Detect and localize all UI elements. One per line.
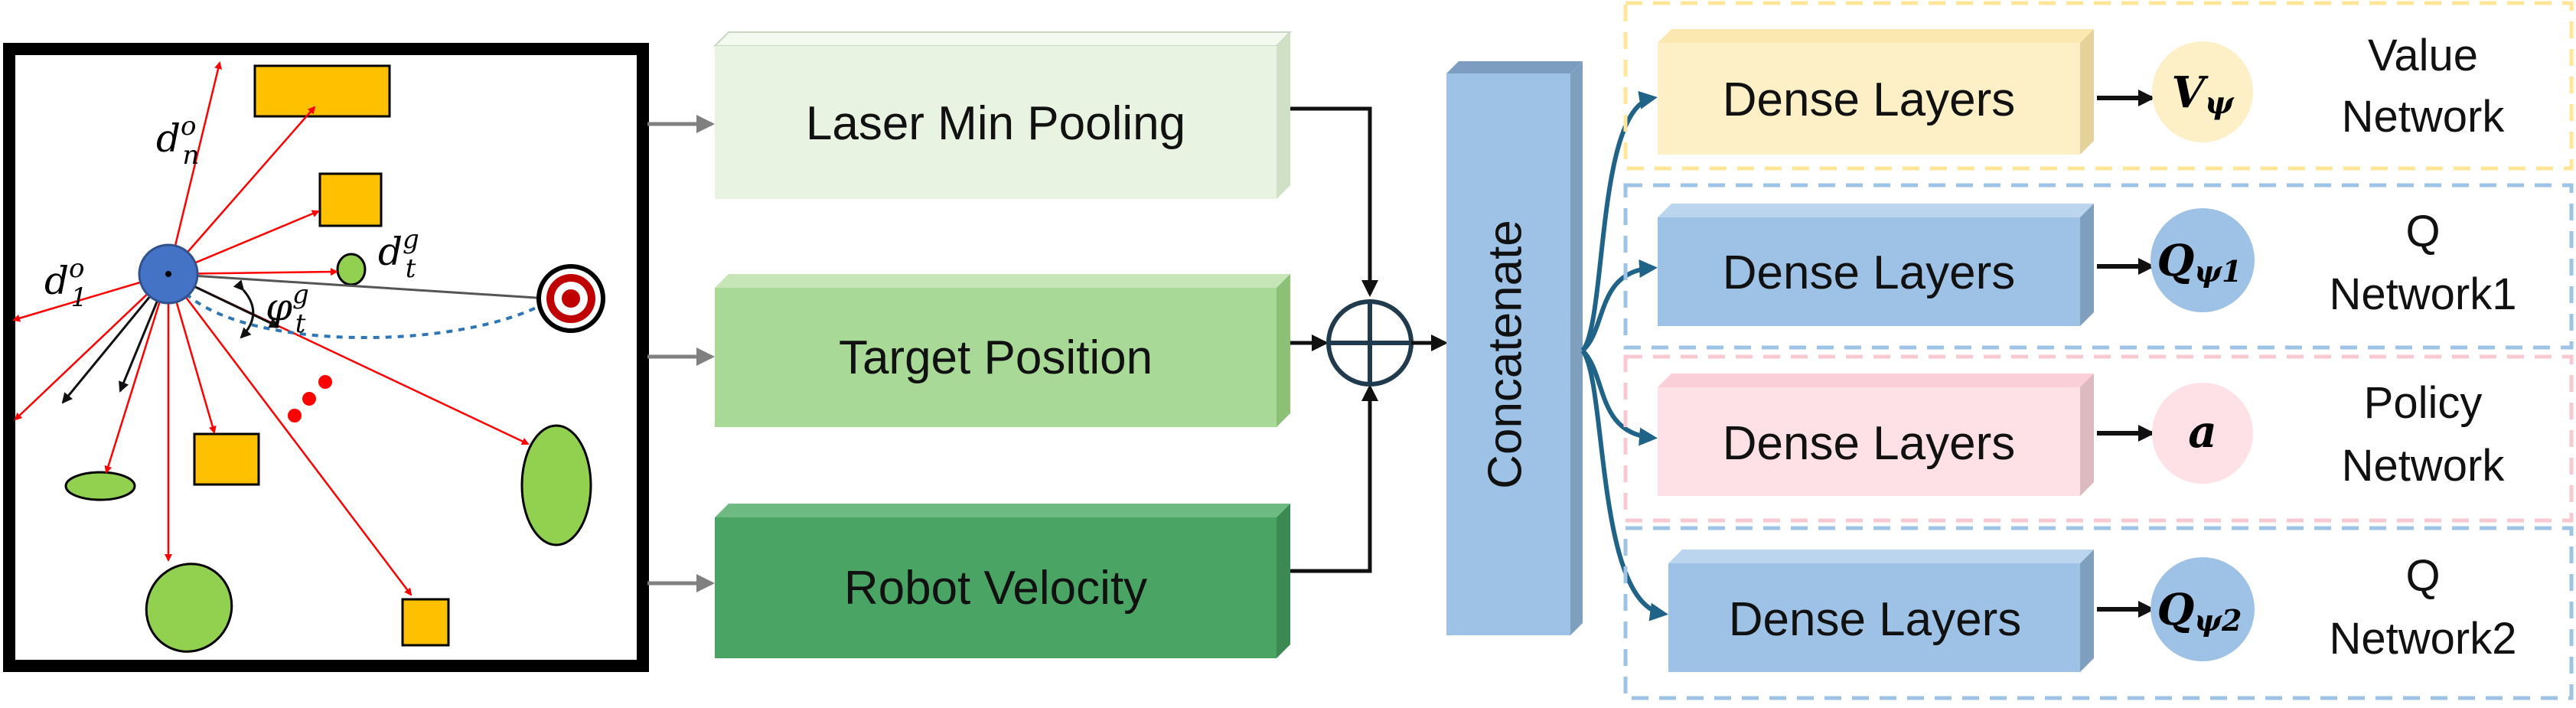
network-name-value-l2: Network bbox=[2342, 92, 2506, 142]
obstacle-rect-top bbox=[253, 64, 391, 118]
input-label-laser: Laser Min Pooling bbox=[806, 97, 1185, 150]
obstacle-rect-mid bbox=[318, 172, 383, 227]
ellipsis-dot bbox=[318, 375, 332, 389]
inputs-to-merge-lines bbox=[1290, 106, 1378, 573]
head-q2: Dense Layers Qψ2 Q Network2 bbox=[1668, 550, 2516, 672]
input-label-velocity: Robot Velocity bbox=[844, 562, 1147, 615]
obstacle-rect-bottom bbox=[401, 598, 450, 647]
head-frame-q2 bbox=[1623, 526, 2574, 700]
head-frame-policy bbox=[1623, 354, 2574, 523]
target-vector bbox=[168, 272, 549, 300]
output-symbol-q2: Qψ2 bbox=[2157, 585, 2242, 638]
head-frame-q1 bbox=[1623, 183, 2574, 350]
output-symbol-q1: Qψ1 bbox=[2157, 236, 2242, 289]
input-box-laser: Laser Min Pooling bbox=[712, 31, 1293, 199]
dense-label-q1: Dense Layers bbox=[1723, 246, 2016, 299]
obstacle-ellipse-small bbox=[336, 253, 367, 286]
input-label-target: Target Position bbox=[839, 331, 1153, 384]
network-name-value-l1: Value bbox=[2368, 31, 2478, 80]
target-icon bbox=[536, 264, 605, 333]
network-name-q1-l2: Network1 bbox=[2330, 269, 2517, 319]
head-value: Dense Layers Vψ Value Network bbox=[1658, 29, 2505, 155]
obstacle-ellipse-bottom bbox=[145, 563, 233, 653]
scene-frame bbox=[3, 43, 649, 672]
network-name-q2-l1: Q bbox=[2405, 551, 2440, 601]
dense-label-q2: Dense Layers bbox=[1729, 593, 2022, 646]
network-name-policy-l1: Policy bbox=[2364, 378, 2483, 428]
head-policy: Dense Layers a Policy Network bbox=[1658, 374, 2505, 496]
concatenate-label: Concatenate bbox=[1479, 220, 1531, 489]
dense-label-value: Dense Layers bbox=[1723, 73, 2016, 126]
input-box-target: Target Position bbox=[715, 274, 1290, 427]
concat-to-heads-arrows bbox=[1580, 91, 1668, 622]
obstacle-ellipse-right bbox=[520, 424, 592, 546]
planned-path bbox=[176, 283, 549, 340]
network-name-q1-l1: Q bbox=[2405, 207, 2440, 256]
output-symbol-policy: a bbox=[2188, 406, 2217, 458]
ellipsis-dot bbox=[288, 409, 302, 423]
dense-label-policy: Dense Layers bbox=[1723, 417, 2016, 470]
merge-operator bbox=[1326, 299, 1414, 387]
input-box-velocity: Robot Velocity bbox=[715, 504, 1290, 658]
concatenate-block: Concatenate bbox=[1446, 61, 1583, 635]
head-q1: Dense Layers Qψ1 Q Network1 bbox=[1658, 204, 2516, 326]
obstacle-rect-lower bbox=[193, 432, 260, 486]
scene-to-inputs-arrows bbox=[647, 115, 715, 592]
head-frame-value bbox=[1623, 1, 2574, 171]
ellipsis-dot bbox=[302, 392, 316, 406]
network-name-policy-l2: Network bbox=[2342, 441, 2506, 491]
network-name-q2-l2: Network2 bbox=[2330, 614, 2517, 664]
output-symbol-value: Vψ bbox=[2171, 67, 2234, 121]
obstacle-ellipse-flat bbox=[64, 471, 136, 501]
